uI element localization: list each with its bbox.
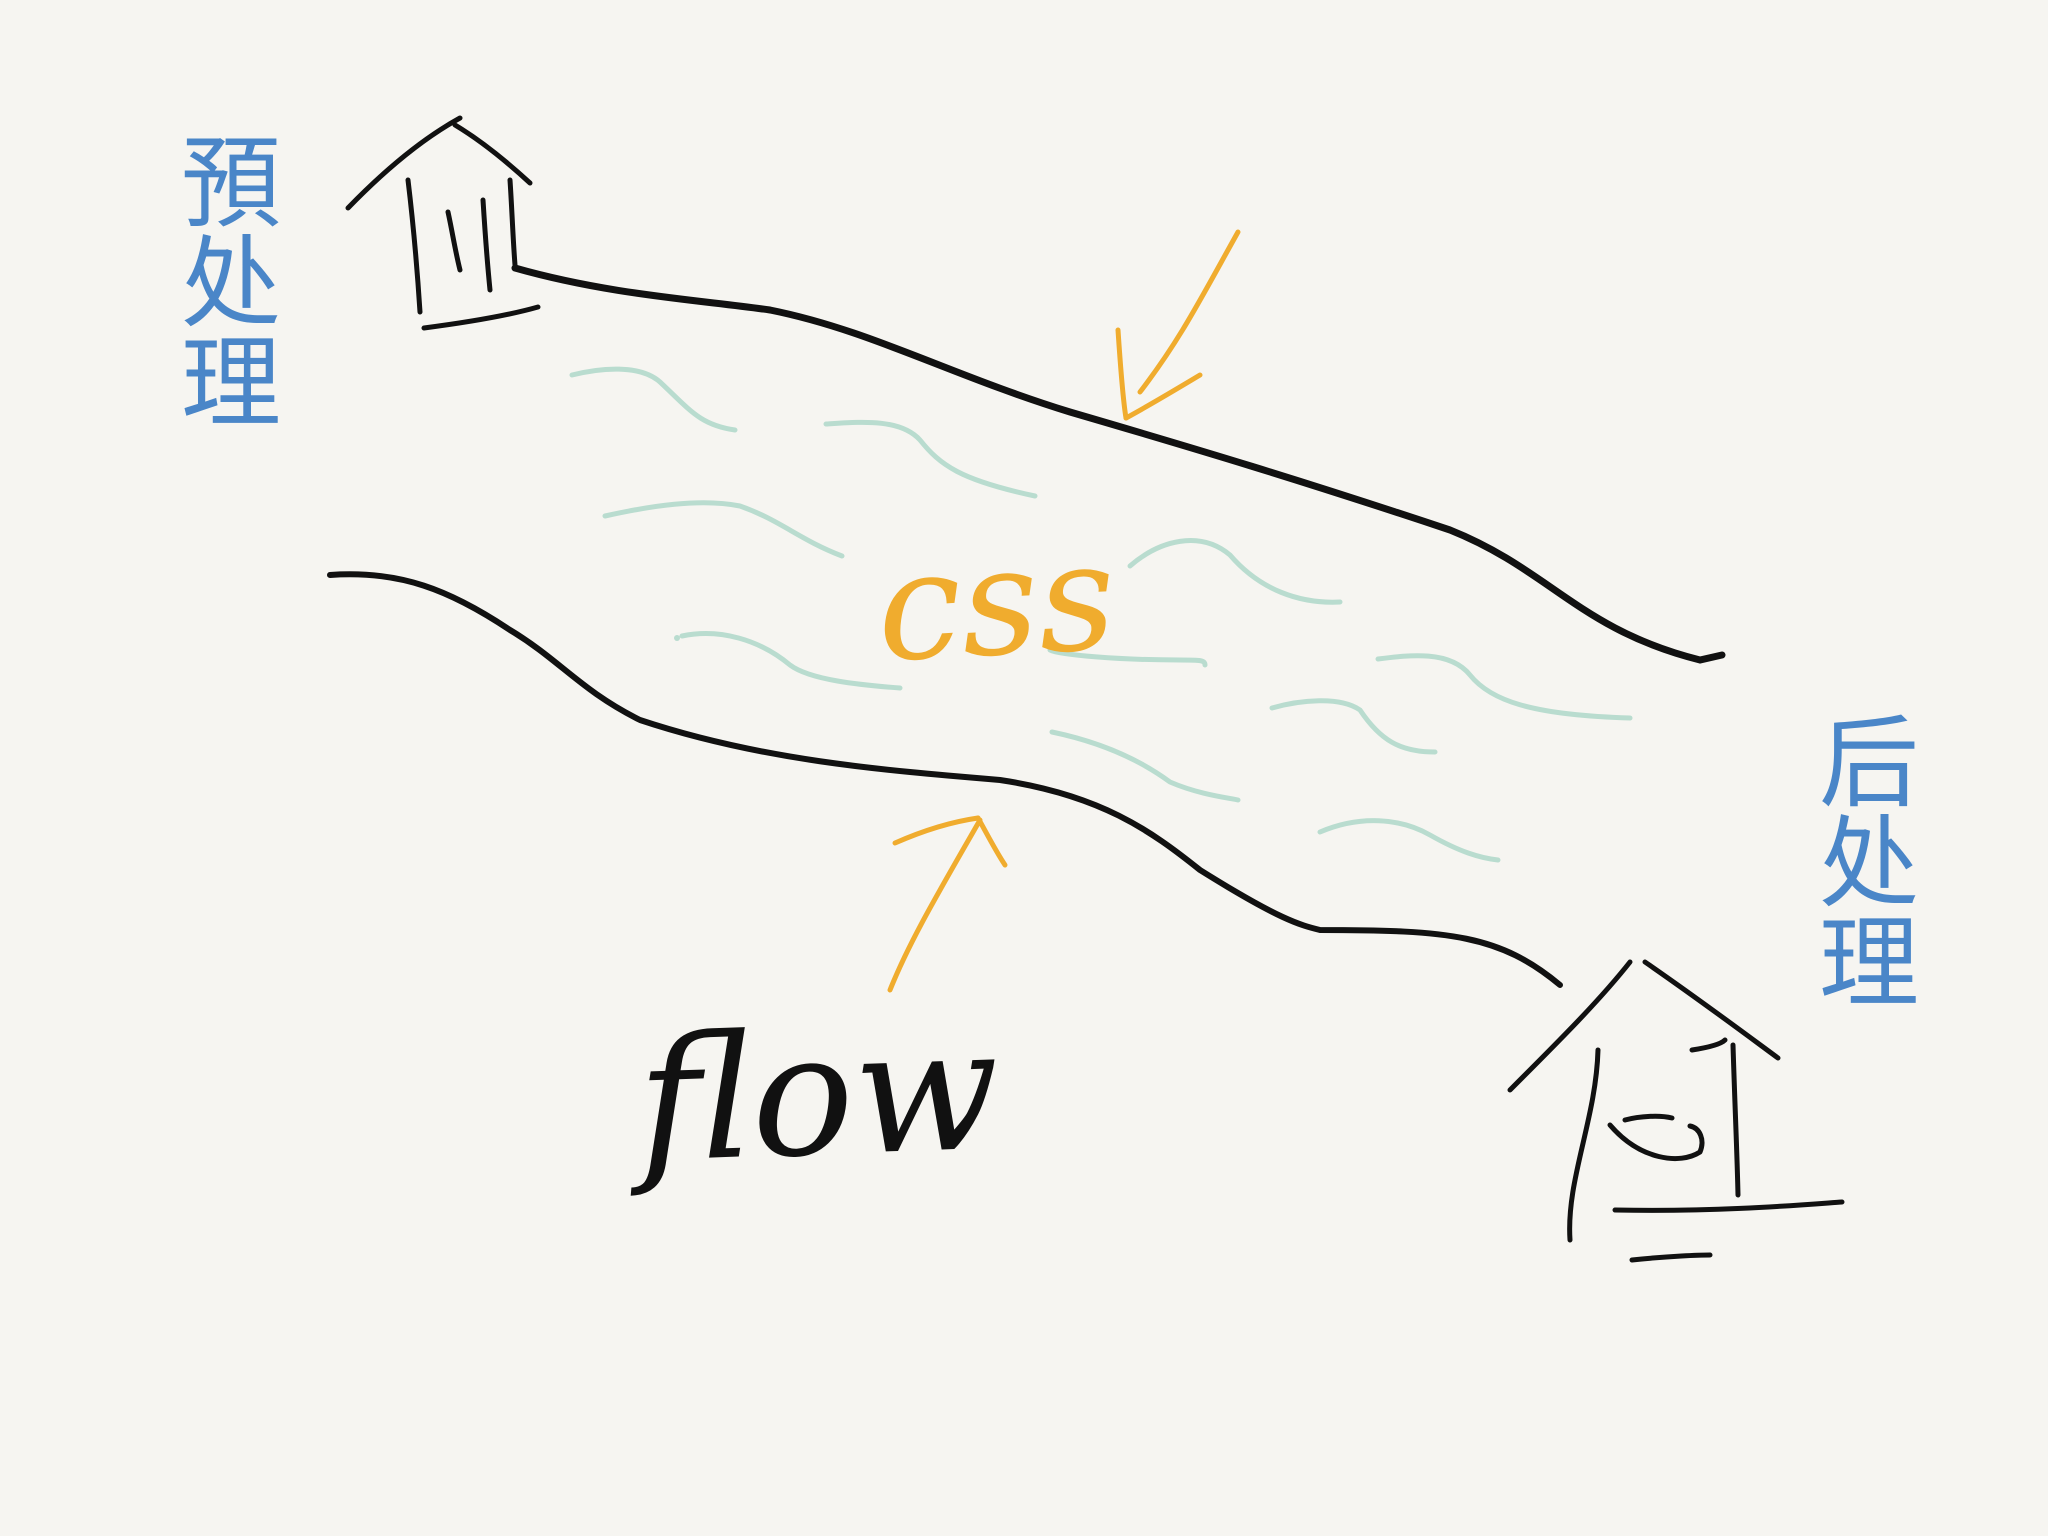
ripple — [1375, 653, 1633, 721]
ripple — [1127, 538, 1343, 605]
arrow-icon — [887, 815, 1008, 993]
house-icon — [345, 115, 541, 331]
water-ripples — [569, 366, 1633, 863]
ripple — [569, 366, 738, 433]
ripple — [1047, 647, 1208, 668]
ripple — [1049, 729, 1241, 803]
lower-riverbank — [327, 571, 1563, 988]
ripple — [602, 500, 845, 559]
ripple — [1269, 698, 1438, 755]
ripple — [679, 631, 903, 691]
arrow-icon — [1115, 229, 1241, 421]
flow-label: flow — [624, 990, 1003, 1201]
css-label: css — [873, 510, 1120, 696]
pre-processing-label: 預处理 — [164, 130, 281, 430]
ripple-dot — [674, 635, 680, 641]
ripple — [1317, 818, 1501, 863]
ripple — [823, 419, 1038, 499]
house-icon — [1507, 959, 1845, 1263]
arrows — [887, 229, 1241, 993]
upper-riverbank — [511, 264, 1726, 664]
post-processing-label: 后处理 — [1802, 710, 1919, 1010]
